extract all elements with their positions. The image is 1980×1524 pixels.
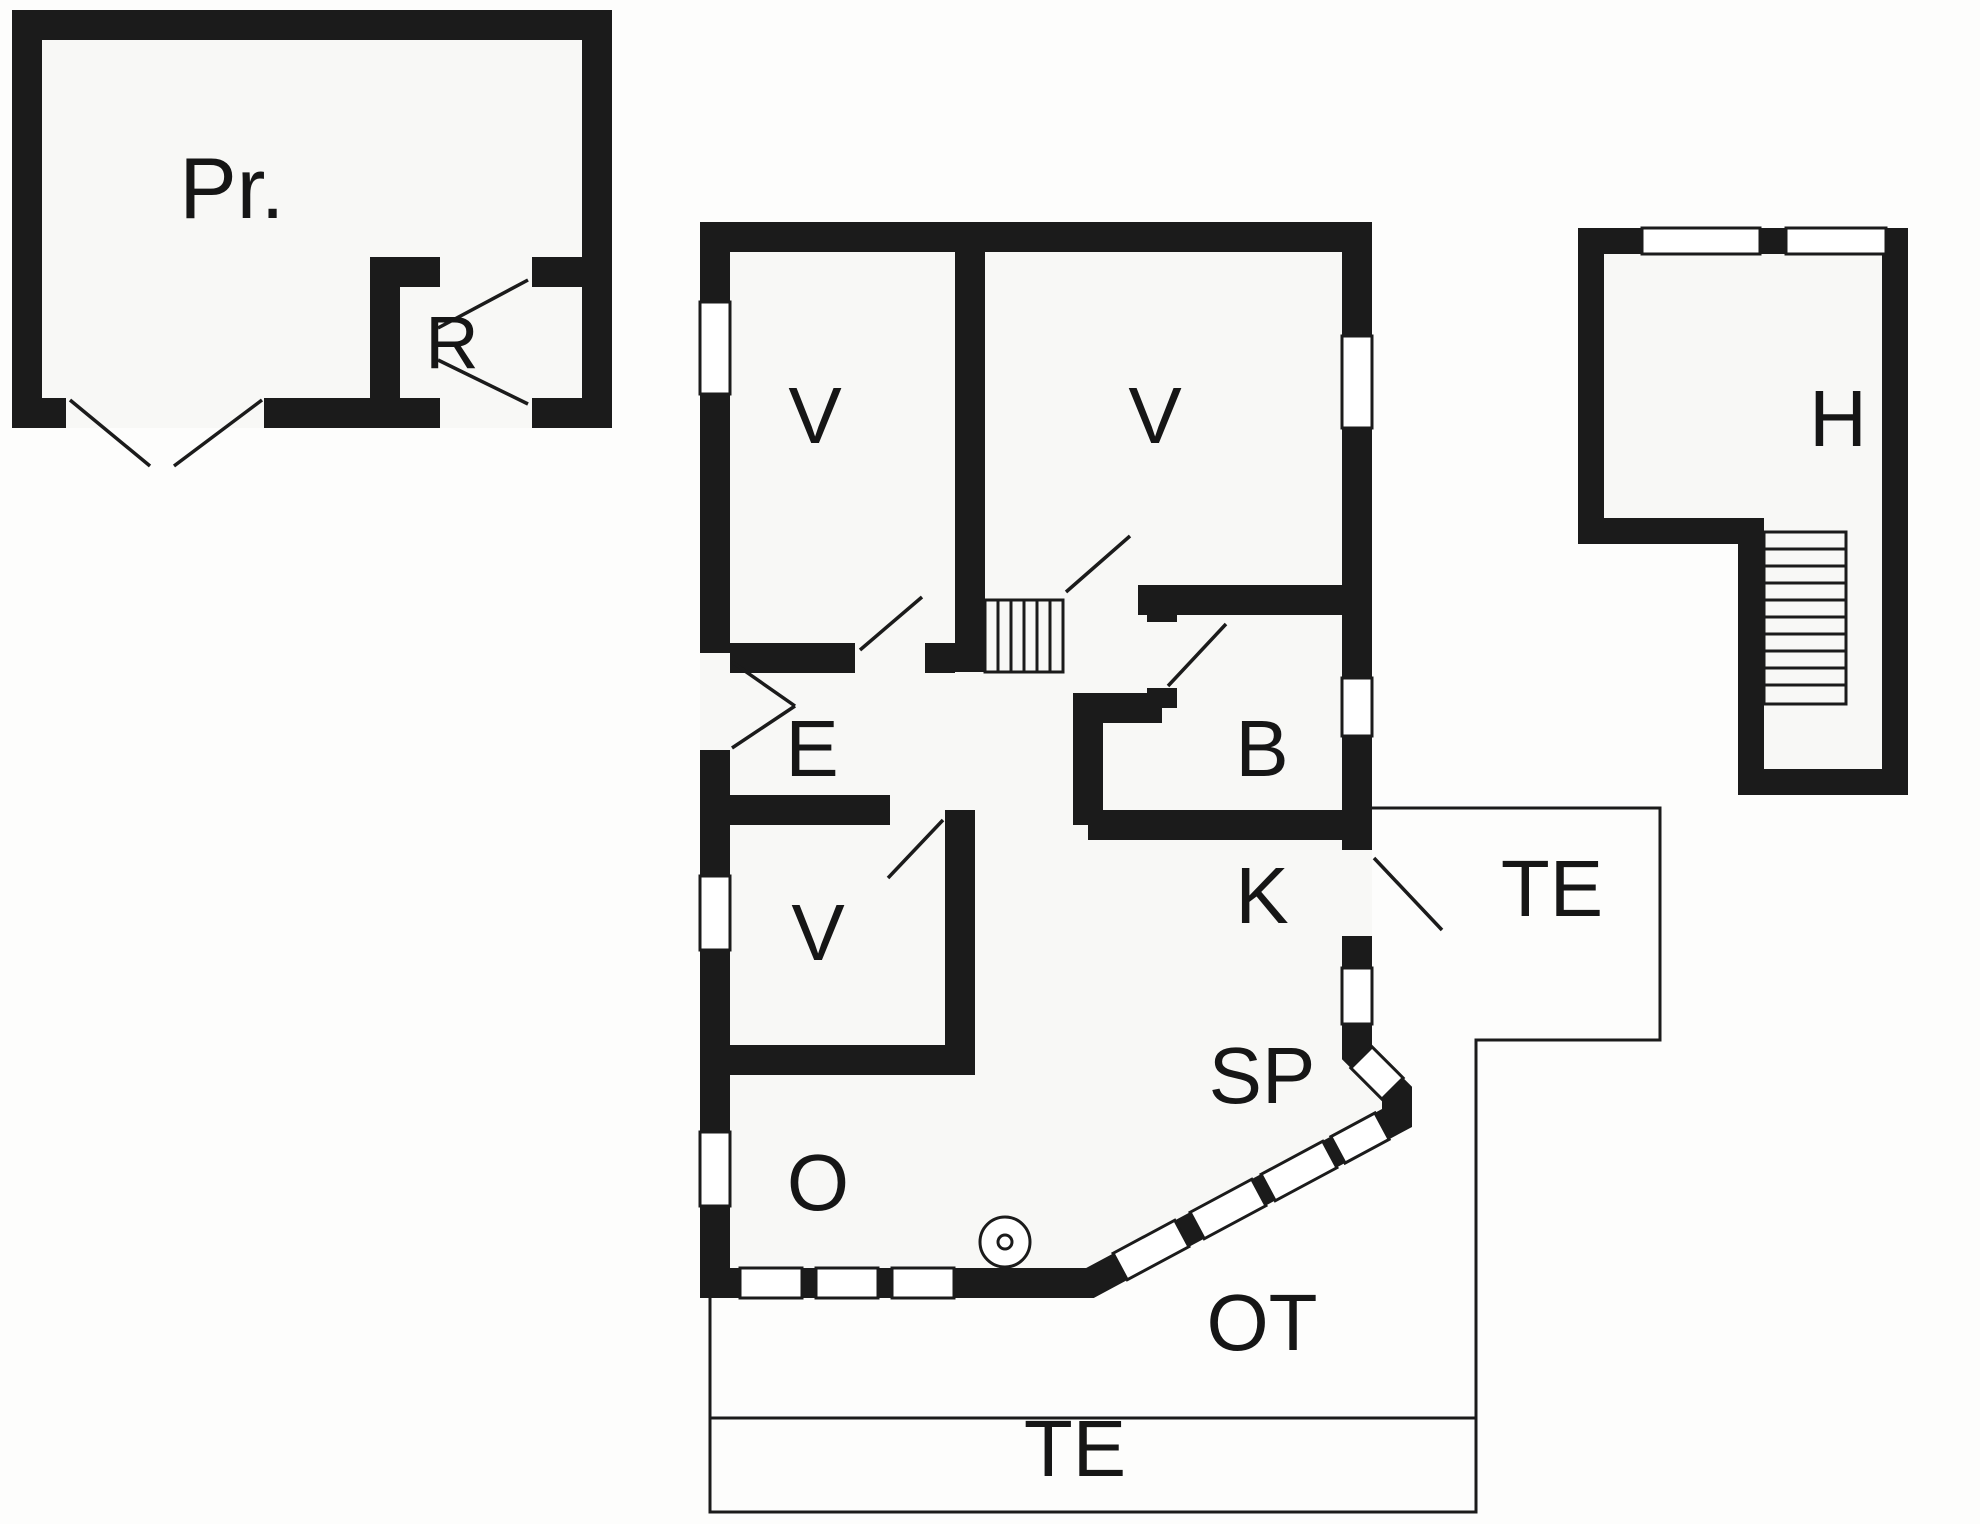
room-label-te-bottom: TE [1024, 1404, 1126, 1493]
room-label-v3: V [791, 888, 845, 977]
door-gap-terrace [1342, 850, 1372, 936]
main-house: V V E B K V SP O [698, 222, 1444, 1300]
stairs-h [1762, 530, 1848, 706]
wall-b-nook [1073, 693, 1162, 825]
window-v2-right [1340, 334, 1374, 430]
door-swing-bathroom [1166, 622, 1228, 688]
stairs-main [983, 598, 1065, 674]
room-label-h: H [1809, 374, 1867, 463]
room-label-ot: OT [1206, 1278, 1317, 1367]
room-label-o: O [787, 1138, 849, 1227]
door-swing-v2 [1064, 534, 1132, 594]
window-o-left [698, 1130, 732, 1208]
door-swing-entrance-lower [731, 704, 796, 750]
window-bay-4 [1328, 1110, 1392, 1166]
room-label-b: B [1235, 704, 1288, 793]
door-swing-v1 [858, 595, 924, 652]
annex-r-bottom-door-gap [440, 398, 532, 428]
annex-main-door-gap [66, 398, 264, 428]
door-swing-entrance-upper [730, 660, 797, 708]
annex-r-door-swing-top [437, 278, 529, 330]
window-h-top-1 [1640, 226, 1762, 256]
window-h-top-2 [1784, 226, 1888, 256]
annex-door-swing-right [172, 398, 264, 468]
door-gap-entrance [700, 653, 730, 750]
window-bay-corner [1348, 1044, 1406, 1102]
window-b-right [1340, 676, 1374, 738]
door-swing-v3 [886, 818, 945, 880]
window-sp-right [1340, 966, 1374, 1026]
room-label-k: K [1235, 851, 1288, 940]
room-label-e: E [785, 704, 838, 793]
terrace-outline-path [708, 806, 1662, 1514]
door-gap-bathroom [1147, 622, 1177, 688]
window-bay-1 [1111, 1218, 1191, 1282]
room-label-r: R [425, 301, 478, 384]
window-bay-2 [1188, 1177, 1268, 1241]
wall-v3-right-bottom [715, 810, 975, 1075]
window-v3-left [698, 874, 732, 952]
room-label-te-right: TE [1501, 844, 1603, 933]
terrace-labels: TE OT TE [1024, 844, 1603, 1493]
window-v1-left [698, 300, 732, 396]
outbuilding-h: H [1578, 226, 1908, 795]
window-o-bottom-2 [814, 1266, 880, 1300]
room-label-sp: SP [1209, 1031, 1316, 1120]
room-label-v1: V [788, 371, 842, 460]
stove-icon [978, 1215, 1032, 1269]
room-label-v2: V [1128, 371, 1182, 460]
room-label-pr: Pr. [179, 141, 284, 237]
annex-building: Pr. R [12, 10, 612, 468]
annex-r-door-swing-bottom [437, 358, 529, 406]
window-o-bottom-1 [738, 1266, 804, 1300]
annex-r-top-door-gap [440, 257, 532, 287]
window-bay-3 [1259, 1139, 1339, 1203]
window-o-bottom-3 [890, 1266, 956, 1300]
annex-door-swing-left [68, 398, 152, 468]
door-swing-terrace [1372, 856, 1444, 932]
annex-outer-walls [12, 10, 612, 428]
h-outer-walls [1578, 228, 1908, 795]
terrace-outlines [708, 806, 1662, 1514]
